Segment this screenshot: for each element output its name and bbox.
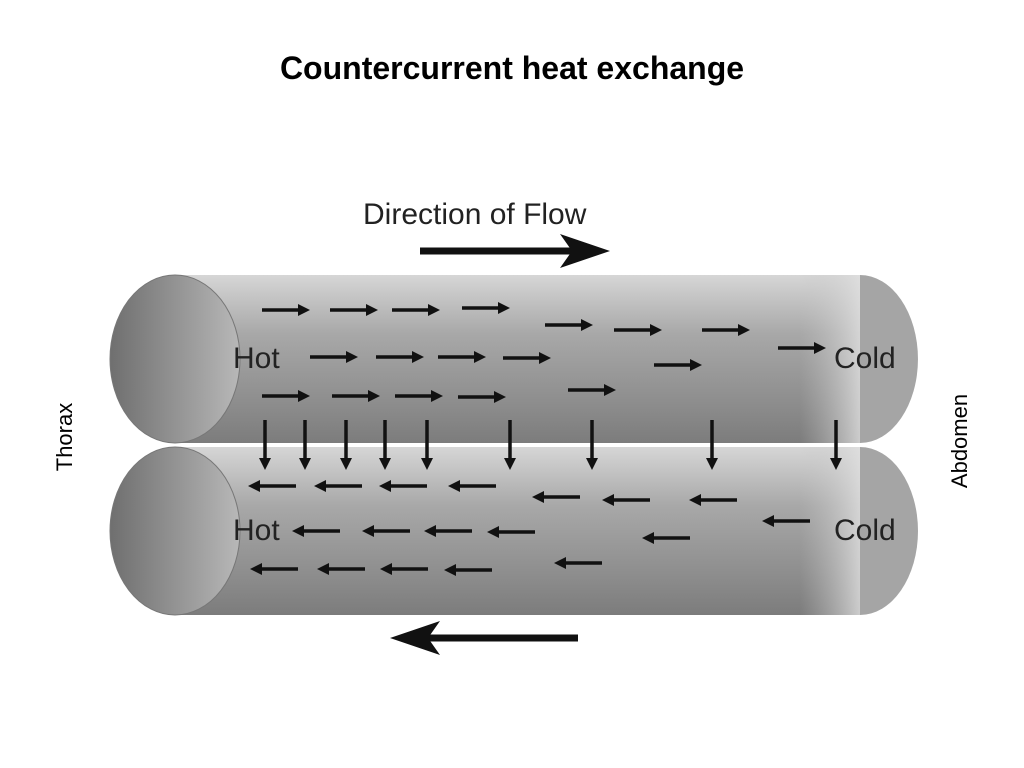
downward-heat-arrow (340, 420, 352, 470)
rightward-arrow (654, 359, 702, 371)
top-vessel-right-end (860, 275, 918, 443)
downward-heat-arrow (706, 420, 718, 470)
downward-heat-arrow (259, 420, 271, 470)
bottom-hot-label: Hot (233, 514, 280, 547)
leftward-arrow (762, 515, 810, 527)
leftward-arrow (487, 526, 535, 538)
downward-heat-arrow (421, 420, 433, 470)
rightward-arrow (568, 384, 616, 396)
flow-arrow-left (390, 621, 578, 655)
bottom-cold-label: Cold (834, 514, 896, 547)
bottom-vessel-end-shade (800, 447, 860, 615)
rightward-arrow (545, 319, 593, 331)
flow-arrow-right (420, 234, 610, 268)
rightward-arrow (458, 391, 506, 403)
rightward-arrow (395, 390, 443, 402)
bottom-vessel-left-cap (109, 446, 241, 616)
rightward-arrow (702, 324, 750, 336)
rightward-arrow (438, 351, 486, 363)
leftward-arrow (602, 494, 650, 506)
direction-of-flow-label: Direction of Flow (363, 198, 587, 231)
rightward-arrow (614, 324, 662, 336)
downward-heat-arrow (299, 420, 311, 470)
rightward-arrow (330, 304, 378, 316)
leftward-arrow (380, 563, 428, 575)
rightward-arrow (778, 342, 826, 354)
top-vessel-left-cap (109, 274, 241, 444)
top-vessel-end-shade (800, 275, 860, 443)
rightward-arrow (262, 390, 310, 402)
leftward-arrow (314, 480, 362, 492)
rightward-arrow (310, 351, 358, 363)
leftward-arrow (362, 525, 410, 537)
leftward-arrow (248, 480, 296, 492)
top-cold-label: Cold (834, 342, 896, 375)
downward-heat-arrow (379, 420, 391, 470)
leftward-arrow (444, 564, 492, 576)
rightward-arrow (503, 352, 551, 364)
leftward-arrow (292, 525, 340, 537)
rightward-arrow (262, 304, 310, 316)
leftward-arrow (250, 563, 298, 575)
bottom-vessel-right-end (860, 447, 918, 615)
rightward-arrow (376, 351, 424, 363)
top-hot-label: Hot (233, 342, 280, 375)
leftward-arrow (689, 494, 737, 506)
leftward-arrow (642, 532, 690, 544)
rightward-arrow (392, 304, 440, 316)
heat-flow-arrows (248, 302, 842, 576)
downward-heat-arrow (830, 420, 842, 470)
rightward-arrow (462, 302, 510, 314)
leftward-arrow (448, 480, 496, 492)
leftward-arrow (379, 480, 427, 492)
leftward-arrow (317, 563, 365, 575)
slide-title: Countercurrent heat exchange (279, 50, 745, 86)
top-vessel (109, 274, 918, 444)
downward-heat-arrow (504, 420, 516, 470)
downward-heat-arrow (586, 420, 598, 470)
rightward-arrow (332, 390, 380, 402)
leftward-arrow (554, 557, 602, 569)
leftward-arrow (424, 525, 472, 537)
leftward-arrow (532, 491, 580, 503)
